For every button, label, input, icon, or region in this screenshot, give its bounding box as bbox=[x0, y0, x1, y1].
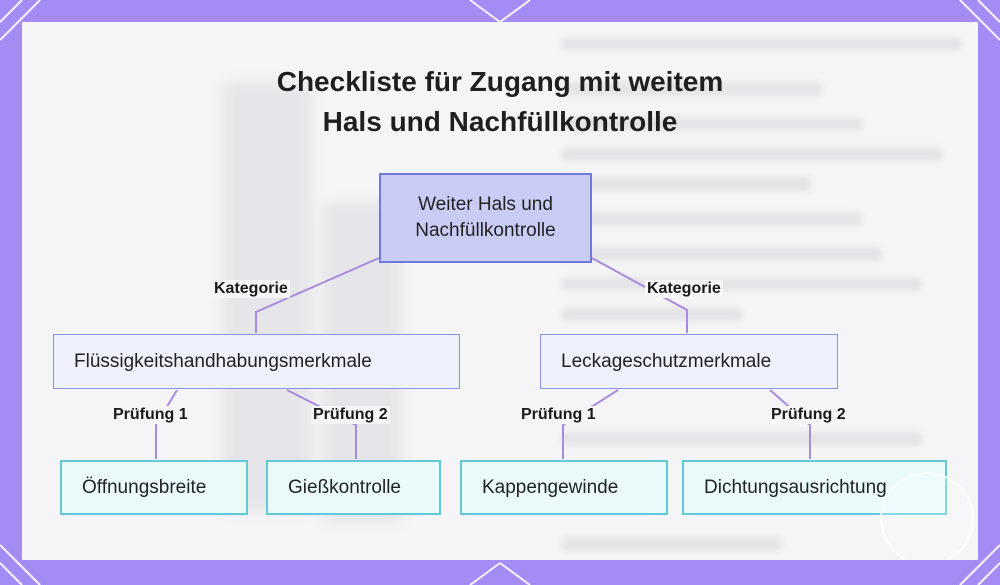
background-text-line bbox=[562, 117, 862, 131]
background-text-line bbox=[562, 82, 822, 96]
watermark-logo bbox=[880, 472, 974, 560]
category-node-label: Leckageschutzmerkmale bbox=[561, 350, 772, 372]
check-node-label: Öffnungsbreite bbox=[82, 476, 207, 498]
background-text-line bbox=[562, 177, 812, 191]
background-text-line bbox=[562, 537, 782, 551]
check-node-opening-width[interactable]: Öffnungsbreite bbox=[60, 460, 248, 515]
root-node-line-1: Weiter Hals und bbox=[418, 194, 553, 215]
root-node[interactable]: Weiter Hals und Nachfüllkontrolle bbox=[379, 173, 592, 263]
edge-label-category-1: Kategorie bbox=[212, 280, 290, 298]
edge-root-to-category-1 bbox=[255, 257, 380, 333]
background-text-line bbox=[562, 37, 962, 51]
edge-category-1-to-check-2 bbox=[286, 389, 357, 459]
title-line-1: Checkliste für Zugang mit weitem bbox=[276, 66, 724, 97]
edge-root-to-category-2 bbox=[591, 257, 688, 333]
diagram-panel: Checkliste für Zugang mit weitem Hals un… bbox=[22, 22, 978, 560]
check-node-label: Kappengewinde bbox=[482, 476, 619, 498]
edge-category-2-to-check-1 bbox=[562, 389, 619, 459]
background-text-line bbox=[562, 147, 942, 161]
edge-category-2-to-check-2 bbox=[769, 389, 811, 459]
category-node-leak-protection[interactable]: Leckageschutzmerkmale bbox=[540, 334, 838, 389]
category-node-liquid-handling[interactable]: Flüssigkeitshandhabungsmerkmale bbox=[53, 334, 460, 389]
connector-lines bbox=[155, 257, 811, 459]
check-node-label: Gießkontrolle bbox=[288, 476, 401, 498]
check-node-label: Dichtungsausrichtung bbox=[704, 476, 887, 498]
edge-label-check-1: Prüfung 1 bbox=[111, 406, 190, 424]
edge-label-check-4: Prüfung 2 bbox=[769, 406, 848, 424]
check-node-pour-control[interactable]: Gießkontrolle bbox=[266, 460, 441, 515]
title-line-2: Hals und Nachfüllkontrolle bbox=[322, 106, 678, 137]
background-text-line bbox=[562, 247, 882, 261]
root-node-line-2: Nachfüllkontrolle bbox=[415, 220, 556, 241]
edge-label-category-2: Kategorie bbox=[645, 280, 723, 298]
edge-category-1-to-check-1 bbox=[155, 389, 178, 459]
background-text-line bbox=[562, 307, 742, 321]
check-node-cap-thread[interactable]: Kappengewinde bbox=[460, 460, 668, 515]
edge-label-check-3: Prüfung 1 bbox=[519, 406, 598, 424]
diagram-title: Checkliste für Zugang mit weitem Hals un… bbox=[22, 62, 978, 142]
edge-label-check-2: Prüfung 2 bbox=[311, 406, 390, 424]
background-text-line bbox=[562, 212, 862, 226]
category-node-label: Flüssigkeitshandhabungsmerkmale bbox=[74, 350, 372, 372]
background-text-line bbox=[562, 432, 922, 446]
